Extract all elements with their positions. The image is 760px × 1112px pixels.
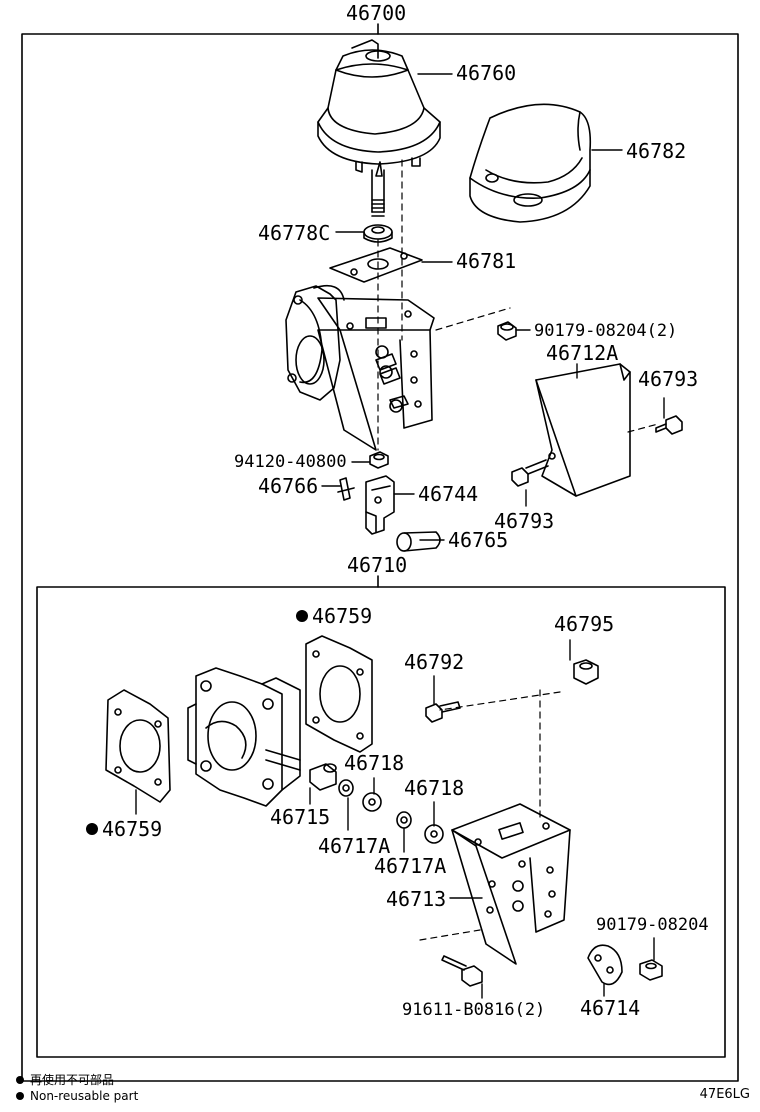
nut-90179-08204 — [639, 959, 663, 981]
nut-90179-08204-2 — [497, 321, 517, 341]
label-46700: 46700 — [346, 1, 406, 25]
diagram-code: 47E6LG — [699, 1087, 750, 1102]
label-46795: 46795 — [554, 612, 614, 636]
bullet-dot-icon — [16, 1092, 24, 1100]
label-46717A-b: 46717A — [374, 854, 446, 878]
label-46714: 46714 — [580, 996, 640, 1020]
label-46792: 46792 — [404, 650, 464, 674]
label-46778C: 46778C — [258, 221, 330, 245]
label-46765: 46765 — [448, 528, 508, 552]
label-46793-right: 46793 — [638, 367, 698, 391]
label-46713: 46713 — [386, 887, 446, 911]
gasket-plate-46781 — [329, 247, 423, 283]
legend-text-en: Non-reusable part — [30, 1089, 139, 1103]
bracket-46712A — [535, 363, 631, 497]
label-46717A-a: 46717A — [318, 834, 390, 858]
label-46718-a: 46718 — [344, 751, 404, 775]
label-46782: 46782 — [626, 139, 686, 163]
bolt-46793-right — [655, 415, 683, 435]
nut-46795 — [573, 659, 599, 685]
label-91611-B0816-2: 91611-B0816(2) — [402, 1000, 545, 1020]
washer-46717A-a — [338, 779, 354, 797]
bolt-46793-lower — [511, 459, 549, 487]
legend: 再使用不可部品 Non-reusable part — [16, 1072, 138, 1104]
label-46759-left: 46759 — [102, 817, 162, 841]
sleeve-46715 — [309, 763, 337, 791]
leader-lines — [135, 73, 665, 999]
clevis-46744 — [365, 475, 395, 535]
label-90179-08204-2: 90179-08204(2) — [534, 321, 677, 341]
pin-46765 — [396, 531, 441, 552]
label-46712A: 46712A — [546, 341, 618, 365]
legend-row-jp: 再使用不可部品 — [16, 1072, 138, 1088]
label-94120-40800: 94120-40800 — [234, 452, 347, 472]
actuator-46760 — [317, 39, 441, 217]
legend-row-en: Non-reusable part — [16, 1088, 138, 1104]
washer-46717A-b — [396, 811, 412, 829]
throttle-body-lower — [187, 667, 301, 807]
label-46793-lower: 46793 — [494, 509, 554, 533]
label-46766: 46766 — [258, 474, 318, 498]
label-46710: 46710 — [347, 553, 407, 577]
non-reusable-dot-left — [86, 823, 98, 835]
label-46744: 46744 — [418, 482, 478, 506]
washer-46718-a — [362, 792, 382, 812]
bolt-46792 — [425, 701, 461, 723]
label-90179-08204: 90179-08204 — [596, 915, 709, 935]
non-reusable-dot-top — [296, 610, 308, 622]
assembly-frame-46710 — [36, 575, 726, 1058]
gasket-46759-left — [105, 689, 171, 803]
washer-46718-b — [424, 824, 444, 844]
bracket-46713 — [451, 803, 571, 965]
label-46759-top: 46759 — [312, 604, 372, 628]
legend-text-jp: 再使用不可部品 — [30, 1073, 115, 1087]
nut-94120-40800 — [369, 451, 389, 469]
label-46718-b: 46718 — [404, 776, 464, 800]
lever-46714 — [587, 944, 623, 986]
label-46715: 46715 — [270, 805, 330, 829]
gasket-46759-top — [305, 635, 373, 753]
bullet-dot-icon — [16, 1076, 24, 1084]
throttle-body-upper — [285, 284, 435, 451]
clip-46766 — [337, 477, 355, 501]
bolt-91611-B0816 — [441, 955, 483, 987]
label-46781: 46781 — [456, 249, 516, 273]
label-46760: 46760 — [456, 61, 516, 85]
assembly-frame-46700 — [21, 23, 739, 1082]
heat-shield-46782 — [469, 103, 592, 223]
